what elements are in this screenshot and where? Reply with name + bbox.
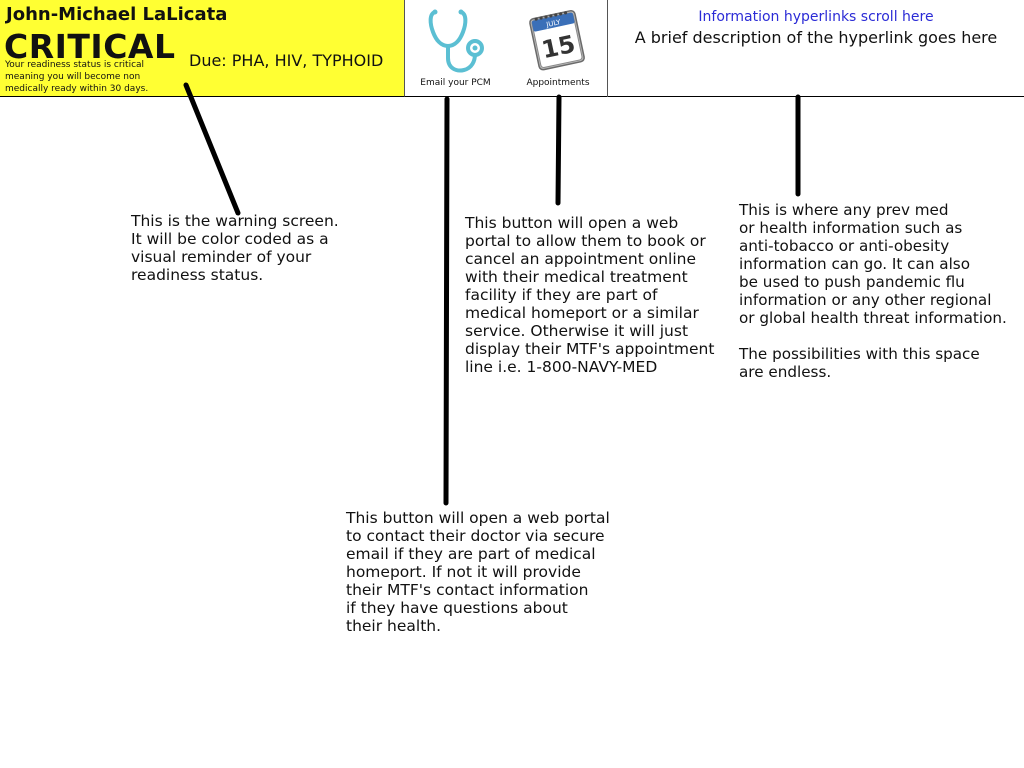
info-hyperlink-panel: Information hyperlinks scroll here A bri… (608, 0, 1024, 97)
info-hyperlink-description: A brief description of the hyperlink goe… (634, 28, 998, 47)
due-items: Due: PHA, HIV, TYPHOID (189, 51, 384, 70)
readiness-status-panel[interactable]: John-Michael LaLicata CRITICAL Your read… (0, 0, 405, 97)
calendar-icon: JULY 15 (529, 9, 585, 71)
warning-callout-line (183, 82, 241, 216)
calendar-month: JULY (545, 18, 562, 29)
action-buttons-panel: Email your PCM JULY 15 Appointments (405, 0, 608, 97)
stethoscope-icon (428, 9, 484, 73)
info-hyperlink[interactable]: Information hyperlinks scroll here (698, 9, 934, 25)
email-pcm-label: Email your PCM (420, 78, 491, 88)
readiness-status-label: CRITICAL (4, 27, 176, 66)
appointments-callout-line (555, 94, 562, 206)
appointments-button[interactable]: JULY 15 Appointments (518, 0, 598, 97)
user-name: John-Michael LaLicata (6, 4, 228, 25)
info-space-note: This is where any prev med or health inf… (739, 201, 1007, 381)
header-bar: John-Michael LaLicata CRITICAL Your read… (0, 0, 1024, 97)
appointments-label: Appointments (526, 78, 590, 88)
email-pcm-button[interactable]: Email your PCM (413, 0, 498, 97)
email-callout-line (443, 96, 450, 506)
warning-screen-note: This is the warning screen. It will be c… (131, 212, 339, 284)
appointments-note: This button will open a web portal to al… (465, 214, 715, 376)
calendar-day: 15 (539, 30, 577, 64)
email-note: This button will open a web portal to co… (346, 509, 610, 635)
readiness-status-description: Your readiness status is critical meanin… (5, 60, 149, 94)
